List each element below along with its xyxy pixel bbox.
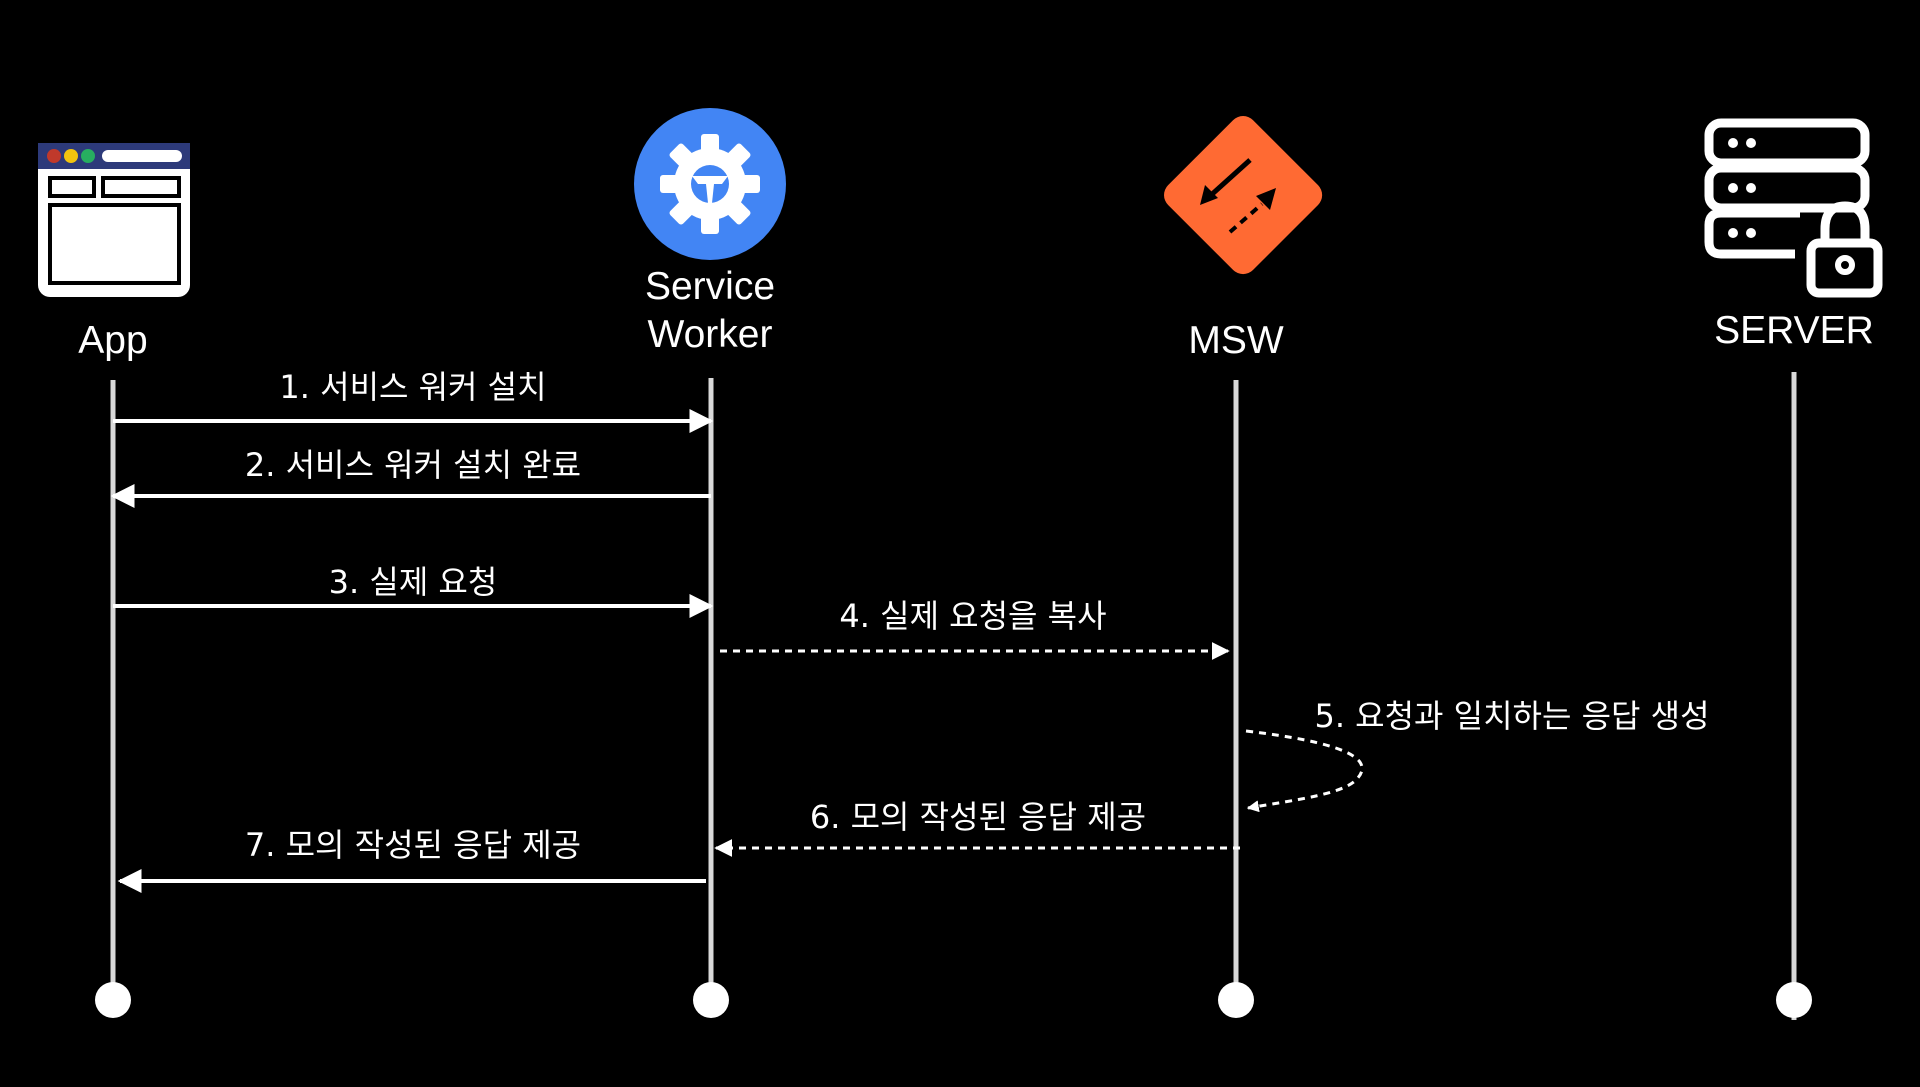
swap-arrows-icon <box>1164 116 1323 275</box>
message-label-6: 6. 모의 작성된 응답 제공 <box>810 798 1146 836</box>
message-label-2: 2. 서비스 워커 설치 완료 <box>245 446 581 484</box>
lifeline-end-dots <box>95 982 1812 1018</box>
message-label-1: 1. 서비스 워커 설치 <box>279 368 546 406</box>
actor-label-app: App <box>78 319 147 362</box>
lifeline-end-service-worker <box>693 982 729 1018</box>
message-label-7: 7. 모의 작성된 응답 제공 <box>245 826 581 864</box>
lifeline-end-app <box>95 982 131 1018</box>
actor-label-service-worker-line2: Worker <box>648 313 773 356</box>
message-label-5: 5. 요청과 일치하는 응답 생성 <box>1314 697 1709 735</box>
actor-label-msw: MSW <box>1188 319 1284 362</box>
message-label-3: 3. 실제 요청 <box>329 563 498 601</box>
actor-label-server: SERVER <box>1714 309 1874 352</box>
browser-window-icon <box>38 143 190 297</box>
lifelines <box>110 372 1797 1020</box>
lifeline-end-msw <box>1218 982 1254 1018</box>
actor-label-service-worker-line1: Service <box>645 265 775 308</box>
server-lock-icon <box>1704 118 1883 298</box>
lifeline-end-server <box>1776 982 1812 1018</box>
message-label-4: 4. 실제 요청을 복사 <box>839 597 1106 635</box>
gear-icon <box>634 108 786 260</box>
server-status-dots <box>1728 138 1756 238</box>
message-arrow-5 <box>1245 729 1364 813</box>
